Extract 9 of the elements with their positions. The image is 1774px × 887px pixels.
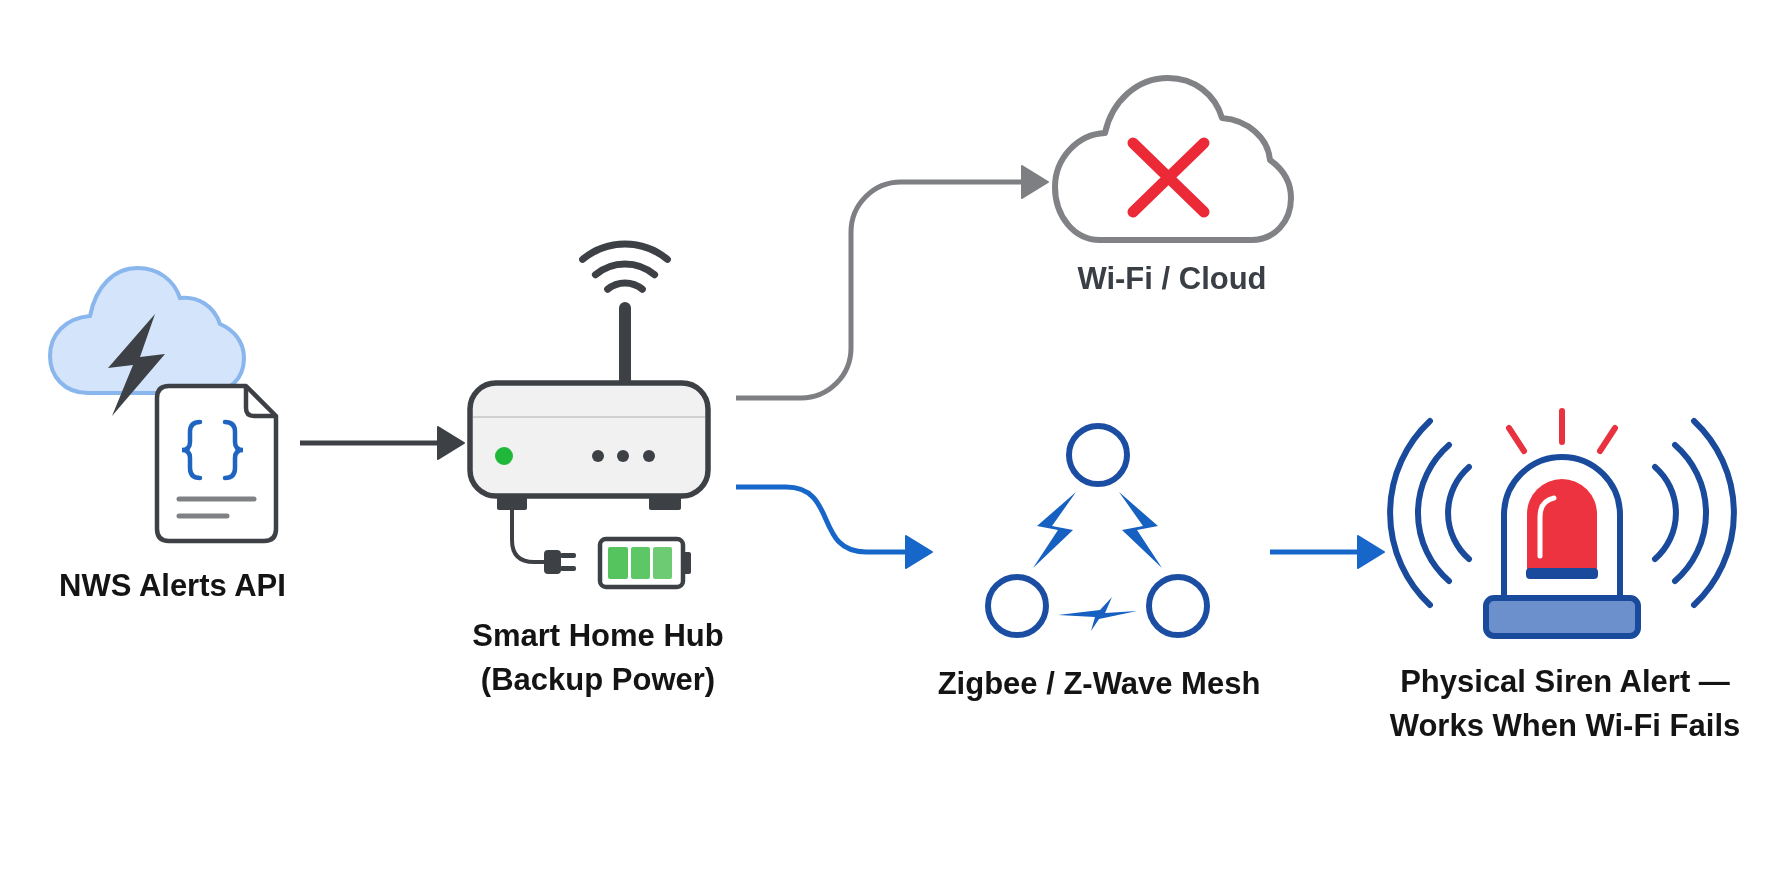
node-label: NWS Alerts API [59,567,286,605]
node-label: Smart Home Hub (Backup Power) [471,617,725,699]
connector-arrow [736,165,1049,401]
node-label: Physical Siren Alert — Works When Wi-Fi Fails [1388,663,1742,745]
connector-arrow [736,484,933,569]
node-label: Wi-Fi / Cloud [1077,260,1267,298]
connector-arrow [300,426,465,460]
node-label: Zigbee / Z-Wave Mesh [937,665,1261,703]
connector-arrow [1270,535,1385,569]
